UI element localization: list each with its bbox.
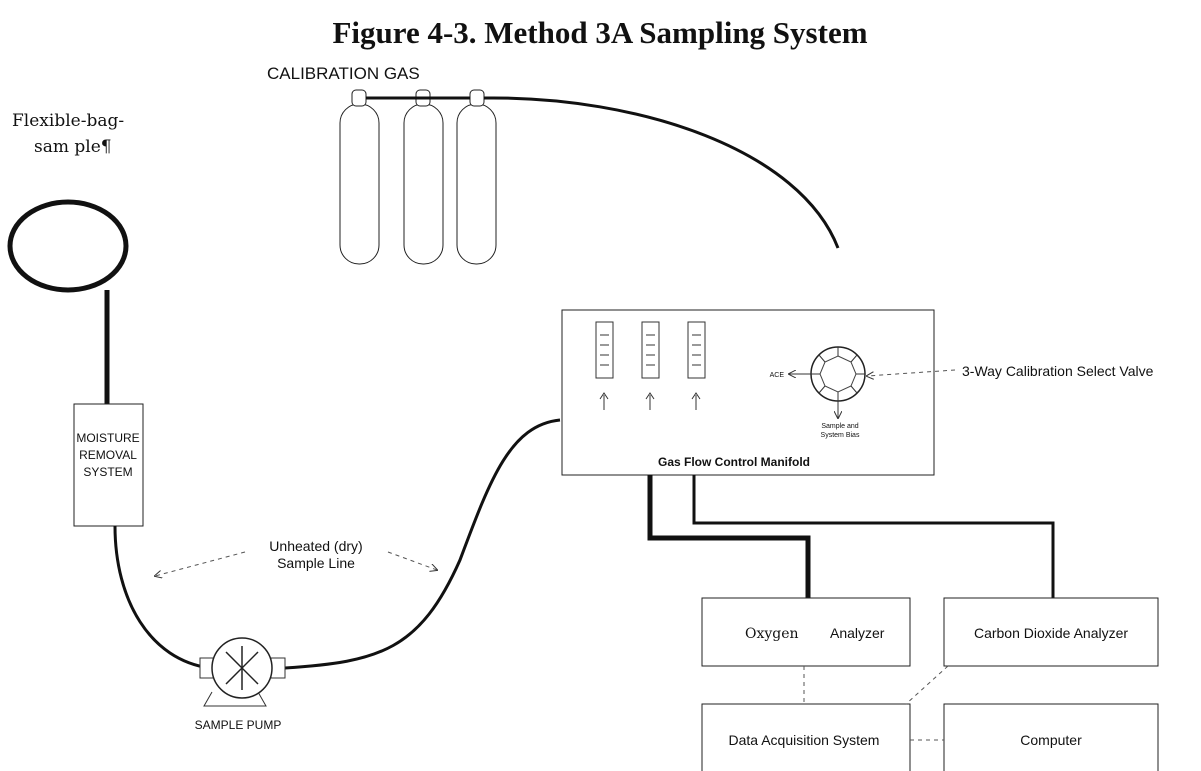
pump-to-manifold-line xyxy=(284,418,561,670)
flexible-bag-label-2: sam ple¶ xyxy=(34,137,112,157)
gas-flow-control-manifold xyxy=(561,309,935,476)
sample-bias-label-2: System Bias xyxy=(821,432,860,439)
sample-pump-label: SAMPLE PUMP xyxy=(195,718,282,732)
calibration-select-valve xyxy=(810,346,866,402)
moisture-removal-box xyxy=(73,403,144,527)
moisture-label-3: SYSTEM xyxy=(83,465,132,479)
oxygen-analyzer-word-1: Oxygen xyxy=(745,626,799,642)
calibration-gas-label: CALIBRATION GAS xyxy=(267,64,420,83)
oxygen-analyzer-word-2: Analyzer xyxy=(830,625,885,641)
sample-pump xyxy=(199,637,286,707)
valve-label: 3-Way Calibration Select Valve xyxy=(962,363,1154,379)
calibration-gas-line xyxy=(483,96,840,249)
valve-label-pointer xyxy=(867,369,956,376)
co2-analyzer-label: Carbon Dioxide Analyzer xyxy=(974,625,1128,641)
flexible-bag xyxy=(7,199,129,293)
co2-to-daq-line xyxy=(905,665,949,705)
sample-line-arrow-right xyxy=(387,551,437,570)
figure-title: Figure 4-3. Method 3A Sampling System xyxy=(332,15,867,50)
moisture-label-2: REMOVAL xyxy=(79,448,137,462)
sample-line-label-1: Unheated (dry) xyxy=(269,538,362,554)
sample-bias-label-1: Sample and xyxy=(821,423,858,430)
manifold-to-co2-line xyxy=(692,475,1055,598)
sample-line-label-2: Sample Line xyxy=(277,555,355,571)
calibration-gas-cylinders xyxy=(339,89,497,265)
manifold-title: Gas Flow Control Manifold xyxy=(658,455,810,469)
rotameters xyxy=(595,321,706,410)
data-acquisition-label: Data Acquisition System xyxy=(729,732,880,748)
flexible-bag-label-1: Flexible-bag- xyxy=(12,111,124,131)
data-acquisition-box xyxy=(701,703,911,771)
manifold-to-oxygen-line xyxy=(647,475,811,598)
oxygen-analyzer-box xyxy=(701,597,911,667)
co2-analyzer-box xyxy=(943,597,1159,667)
vent-label: ACE xyxy=(770,372,785,379)
computer-label: Computer xyxy=(1020,732,1082,748)
moisture-to-pump-line xyxy=(113,525,211,670)
moisture-label-1: MOISTURE xyxy=(76,431,139,445)
computer-box xyxy=(943,703,1159,771)
sample-line-arrow-left xyxy=(155,551,246,576)
